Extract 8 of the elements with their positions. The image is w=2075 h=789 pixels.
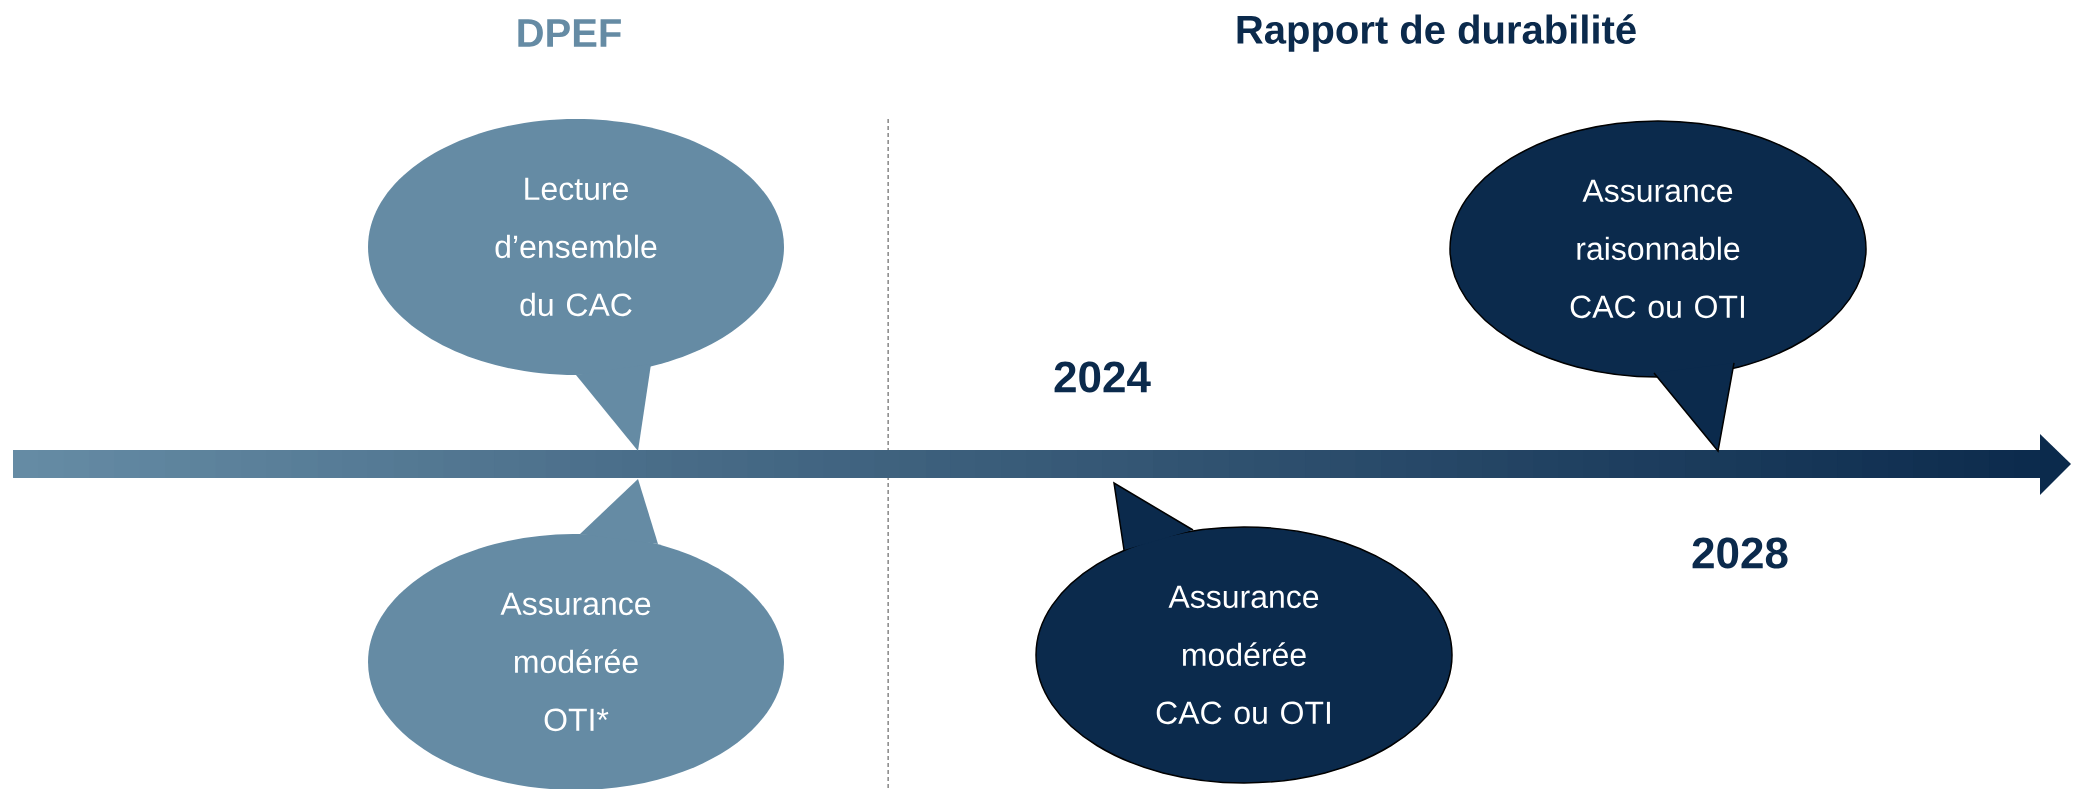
heading: DPEF xyxy=(518,19,621,47)
year-label: 2028 xyxy=(1692,537,1788,569)
speech-bubble: Assurance raisonnable CAC ou OTI xyxy=(1449,120,1867,453)
year-label: 2024 xyxy=(1054,361,1151,393)
speech-bubble: Lecture d’ensemble du CAC xyxy=(368,119,784,451)
speech-bubble: Assurance modérée CAC ou OTI xyxy=(1035,481,1453,784)
speech-bubble: Assurance modérée OTI* xyxy=(368,479,784,789)
heading: Rapport de durabilité xyxy=(1237,14,1636,52)
